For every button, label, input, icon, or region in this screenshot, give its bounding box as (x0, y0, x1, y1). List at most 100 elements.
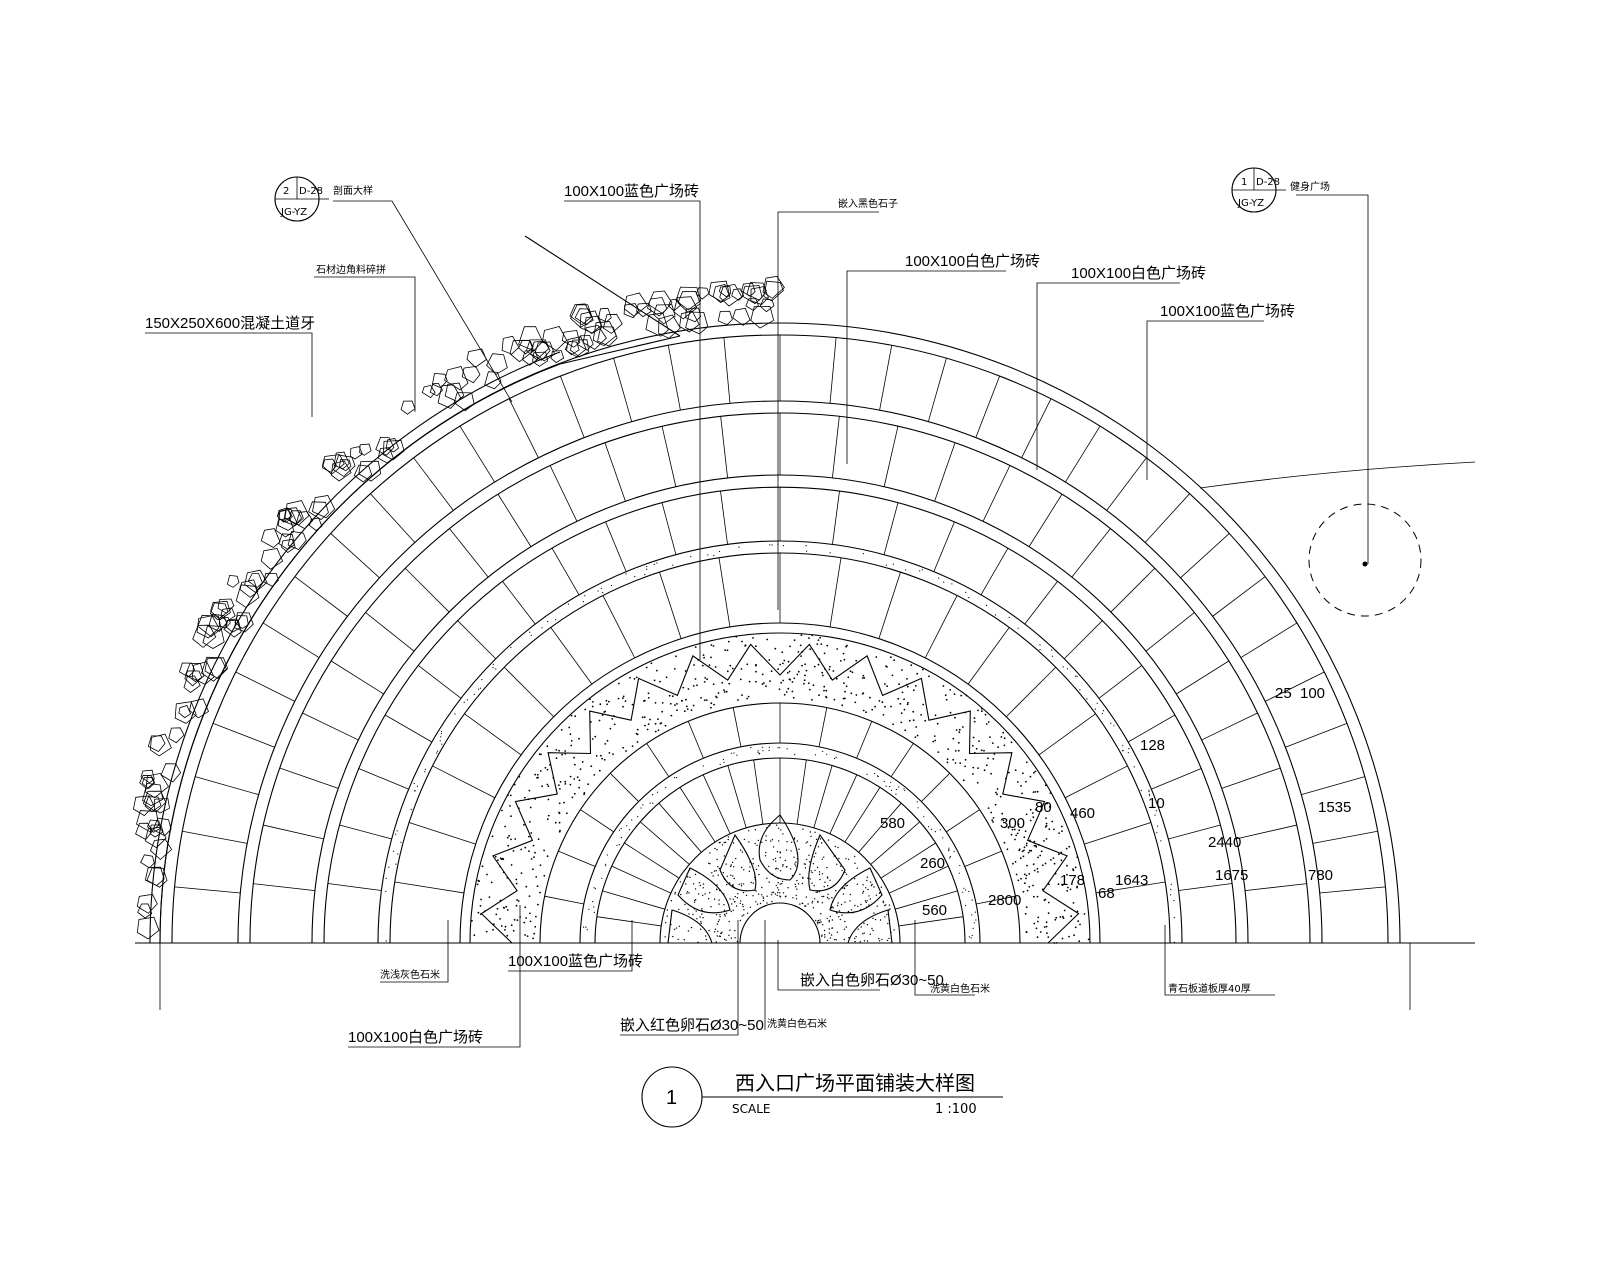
stipple-dot (1054, 918, 1057, 921)
stipple-dot (886, 666, 888, 668)
stipple-dot (960, 694, 963, 697)
stipple-dot (1083, 913, 1086, 915)
tile-joint (753, 759, 764, 825)
crazy-paving-stone (382, 439, 405, 461)
crazy-paving-stone (429, 382, 444, 397)
stipple-dot (883, 780, 885, 783)
crazy-paving-stone (677, 290, 701, 313)
stipple-dot (794, 863, 796, 865)
stipple-dot (768, 659, 771, 661)
stipple-dot (968, 890, 970, 893)
stipple-dot (1025, 842, 1028, 845)
stipple-dot (771, 900, 773, 903)
stipple-dot (492, 928, 494, 931)
stipple-dot (888, 937, 890, 940)
stipple-dot (483, 910, 486, 913)
stipple-dot (1075, 675, 1077, 677)
stipple-dot (884, 916, 886, 918)
tile-joint (975, 375, 1001, 438)
stipple-dot (559, 829, 561, 832)
stipple-dot (864, 900, 867, 902)
tile-joint (1221, 767, 1281, 789)
stipple-dot (745, 894, 748, 897)
stipple-dot (762, 897, 765, 899)
tile-joint (870, 821, 921, 865)
stipple-dot (558, 749, 560, 752)
stipple-dot (673, 777, 676, 779)
crazy-paving-stone (308, 501, 329, 521)
crazy-paving-stone (144, 866, 165, 887)
stipple-dot (868, 904, 870, 906)
stipple-dot (653, 563, 655, 566)
stipple-dot (757, 839, 759, 842)
stipple-dot (910, 664, 913, 667)
dim-2800: 2800 (988, 892, 1021, 909)
stipple-dot (535, 876, 538, 878)
stipple-dot (620, 836, 623, 839)
tile-joints (174, 335, 1386, 927)
stipple-dot (881, 701, 884, 704)
stipple-dot (716, 848, 718, 851)
stipple-dot (685, 883, 687, 885)
stipple-dot (832, 670, 835, 672)
stipple-dot (726, 883, 728, 886)
stipple-dot (888, 904, 891, 906)
detail-ref-symbol-left (274, 176, 329, 222)
stipple-dot (728, 920, 730, 923)
stipple-dot (817, 919, 819, 922)
tile-joint (544, 895, 584, 905)
stipple-dot (481, 679, 483, 681)
stipple-dot (854, 904, 856, 907)
stipple-dot (1018, 829, 1020, 832)
stipple-dot (1160, 840, 1162, 842)
stipple-dot (688, 892, 690, 894)
stipple-dot (528, 835, 530, 838)
stipple-dot (612, 753, 614, 756)
stipple-dot (567, 603, 570, 605)
stipple-dot (843, 928, 846, 930)
stipple-dot (699, 916, 701, 918)
tile-joint (895, 890, 958, 910)
stipple-dot (916, 734, 919, 737)
stipple-dot (647, 697, 650, 699)
crazy-paving-stone (226, 574, 240, 588)
stipple-dot (835, 756, 837, 759)
stipple-dot (939, 829, 941, 831)
crazy-paving-stone (184, 670, 203, 687)
crazy-paving-stone (260, 548, 284, 570)
stipple-dot (1040, 850, 1043, 853)
stipple-dot (799, 873, 801, 876)
crazy-paving-stone (731, 288, 745, 301)
stipple-dot (762, 750, 764, 752)
tile-joint (702, 774, 731, 835)
stipple-dot (758, 873, 760, 876)
crazy-paving-stone (147, 819, 161, 833)
stipple-dot (826, 939, 829, 941)
stipple-dot (1010, 741, 1013, 744)
stipple-dot (700, 697, 702, 699)
stipple-dot (410, 808, 412, 811)
stipple-dot (791, 690, 794, 693)
stipple-dot (1000, 736, 1003, 738)
stipple-dot (592, 701, 594, 703)
stipple-dot (509, 794, 512, 797)
stipple-dot (765, 851, 767, 854)
stipple-dot (717, 930, 719, 932)
stipple-dot (868, 895, 870, 897)
stipple-dot (821, 934, 823, 936)
stipple-dot (748, 870, 751, 873)
stipple-dot (1024, 882, 1026, 885)
stipple-dot (710, 644, 713, 646)
stipple-dot (865, 887, 867, 889)
stipple-dot (718, 550, 721, 553)
stipple-dot (746, 912, 749, 914)
crazy-paving-stone (668, 298, 682, 312)
tile-joint (883, 426, 899, 487)
tile-joint (888, 865, 949, 894)
stipple-dot (692, 704, 695, 707)
stipple-dot (831, 897, 833, 899)
stipple-dot (590, 721, 592, 723)
crazy-paving-stone (762, 275, 785, 299)
stipple-dot (687, 688, 690, 690)
crazy-paving-stone (136, 810, 160, 833)
